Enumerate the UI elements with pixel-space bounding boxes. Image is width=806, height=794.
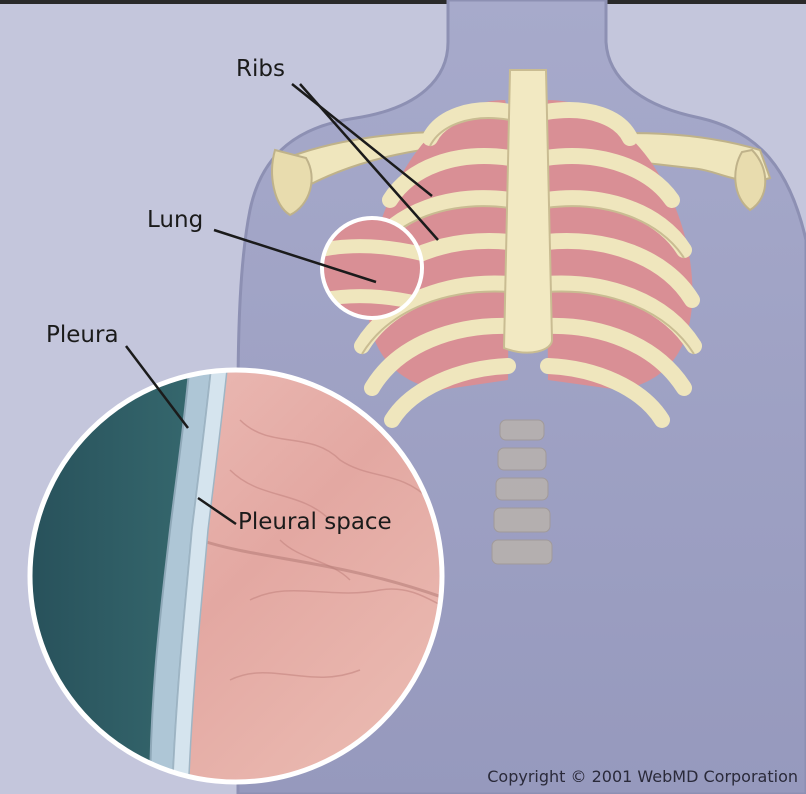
lung-label: Lung (147, 209, 203, 232)
copyright-notice: Copyright © 2001 WebMD Corporation (487, 767, 798, 786)
ribs-label: Ribs (236, 58, 285, 81)
pleural-space-label: Pleural space (238, 511, 392, 534)
pleura-label: Pleura (46, 324, 119, 347)
sternum (504, 70, 552, 353)
top-border (0, 0, 806, 4)
